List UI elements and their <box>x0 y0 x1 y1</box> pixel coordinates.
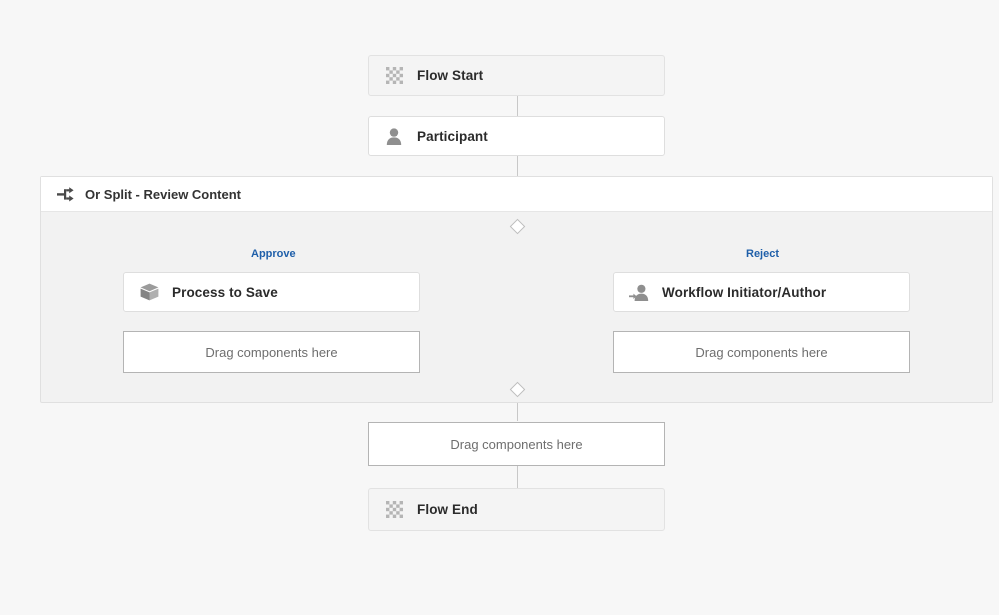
node-workflow-initiator[interactable]: Workflow Initiator/Author <box>613 272 910 312</box>
split-branch-icon <box>55 184 75 204</box>
connector-participant-to-orsplit <box>517 156 518 176</box>
dropzone-reject-branch[interactable]: Drag components here <box>613 331 910 373</box>
checkered-flag-icon <box>383 65 405 87</box>
connector-dropzone-to-flow-end <box>517 466 518 488</box>
assign-person-icon <box>628 281 650 303</box>
or-split-header[interactable]: Or Split - Review Content <box>41 177 992 212</box>
node-workflow-initiator-label: Workflow Initiator/Author <box>662 284 827 300</box>
node-flow-end[interactable]: Flow End <box>368 488 665 531</box>
dropzone-approve-branch[interactable]: Drag components here <box>123 331 420 373</box>
node-process-to-save[interactable]: Process to Save <box>123 272 420 312</box>
person-icon <box>383 125 405 147</box>
package-box-icon <box>138 281 160 303</box>
connector-merge-to-dropzone <box>517 389 518 421</box>
node-flow-start-label: Flow Start <box>417 68 484 83</box>
branch-label-approve[interactable]: Approve <box>251 248 296 260</box>
branch-label-reject[interactable]: Reject <box>746 248 780 260</box>
dropzone-after-merge[interactable]: Drag components here <box>368 422 665 466</box>
connector-start-to-participant <box>517 95 518 117</box>
checkered-flag-icon <box>383 499 405 521</box>
node-flow-start[interactable]: Flow Start <box>368 55 665 96</box>
node-participant-label: Participant <box>417 128 488 144</box>
node-flow-end-label: Flow End <box>417 502 478 517</box>
node-process-to-save-label: Process to Save <box>172 284 278 300</box>
node-participant[interactable]: Participant <box>368 116 665 156</box>
or-split-title: Or Split - Review Content <box>85 186 242 202</box>
